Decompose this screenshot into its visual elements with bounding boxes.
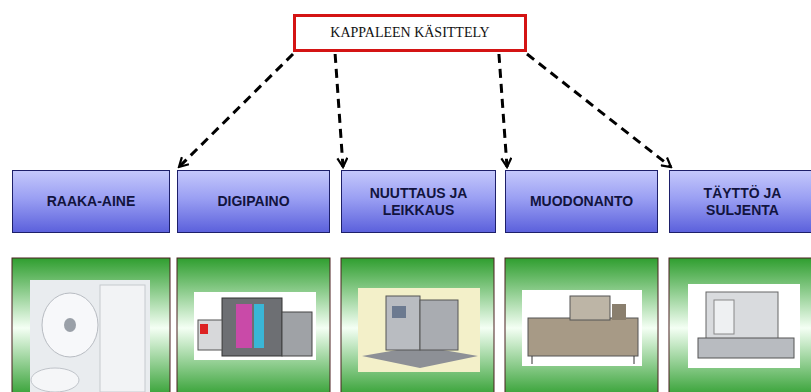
box-label: RAAKA-AINE	[47, 193, 136, 210]
press-part	[198, 320, 222, 350]
photo-ground	[522, 290, 642, 366]
machine-part	[386, 296, 420, 350]
dashed-arrow	[179, 54, 293, 167]
paper-roll	[31, 368, 79, 392]
forming-machine	[522, 290, 642, 366]
machine-hood	[706, 292, 778, 342]
picture-panel	[12, 258, 170, 392]
photo-ground	[30, 280, 150, 392]
machine-part	[612, 304, 626, 320]
machine-part	[570, 296, 610, 320]
press-part	[254, 304, 264, 348]
machine-body	[528, 318, 638, 356]
press-part	[200, 324, 208, 334]
box-label: MUODONANTO	[530, 193, 633, 210]
paper-roll	[100, 285, 145, 392]
photo-ground	[358, 288, 480, 372]
press-part	[236, 304, 252, 348]
process-box: RAAKA-AINE	[12, 170, 170, 233]
box-label: KAPPALEEN KÄSITTELY	[330, 25, 489, 41]
dashed-arrow	[527, 54, 671, 167]
filling-machine	[688, 284, 800, 368]
process-box: MUODONANTO	[505, 170, 658, 233]
machine-body	[698, 338, 794, 358]
photo-ground	[194, 292, 316, 360]
digital-press	[194, 292, 316, 360]
press-body	[222, 298, 282, 356]
machine-part	[420, 300, 458, 350]
cutting-machine	[358, 288, 480, 372]
picture-panel	[177, 258, 330, 392]
roll-core	[64, 318, 76, 332]
process-box: NUUTTAUS JA LEIKKAUS	[341, 170, 496, 233]
dashed-arrow	[335, 54, 343, 167]
machine-part	[392, 306, 406, 318]
paper-rolls	[30, 280, 150, 392]
picture-panel	[669, 258, 811, 392]
process-box: TÄYTTÖ JA SULJENTA	[669, 170, 811, 233]
picture-panel	[505, 258, 658, 392]
box-label: NUUTTAUS JA LEIKKAUS	[350, 185, 487, 219]
process-box: DIGIPAINO	[177, 170, 330, 233]
photo-ground	[688, 284, 800, 368]
machine-part	[714, 300, 734, 334]
heading-box: KAPPALEEN KÄSITTELY	[293, 14, 527, 52]
machine-leg	[532, 356, 533, 364]
dashed-arrow	[499, 54, 507, 167]
picture-panel	[341, 258, 494, 392]
machine-leg	[634, 356, 635, 364]
box-label: TÄYTTÖ JA SULJENTA	[678, 185, 807, 219]
picture-panels	[12, 258, 811, 392]
paper-roll	[42, 293, 98, 357]
box-label: DIGIPAINO	[217, 193, 289, 210]
press-part	[282, 312, 312, 356]
